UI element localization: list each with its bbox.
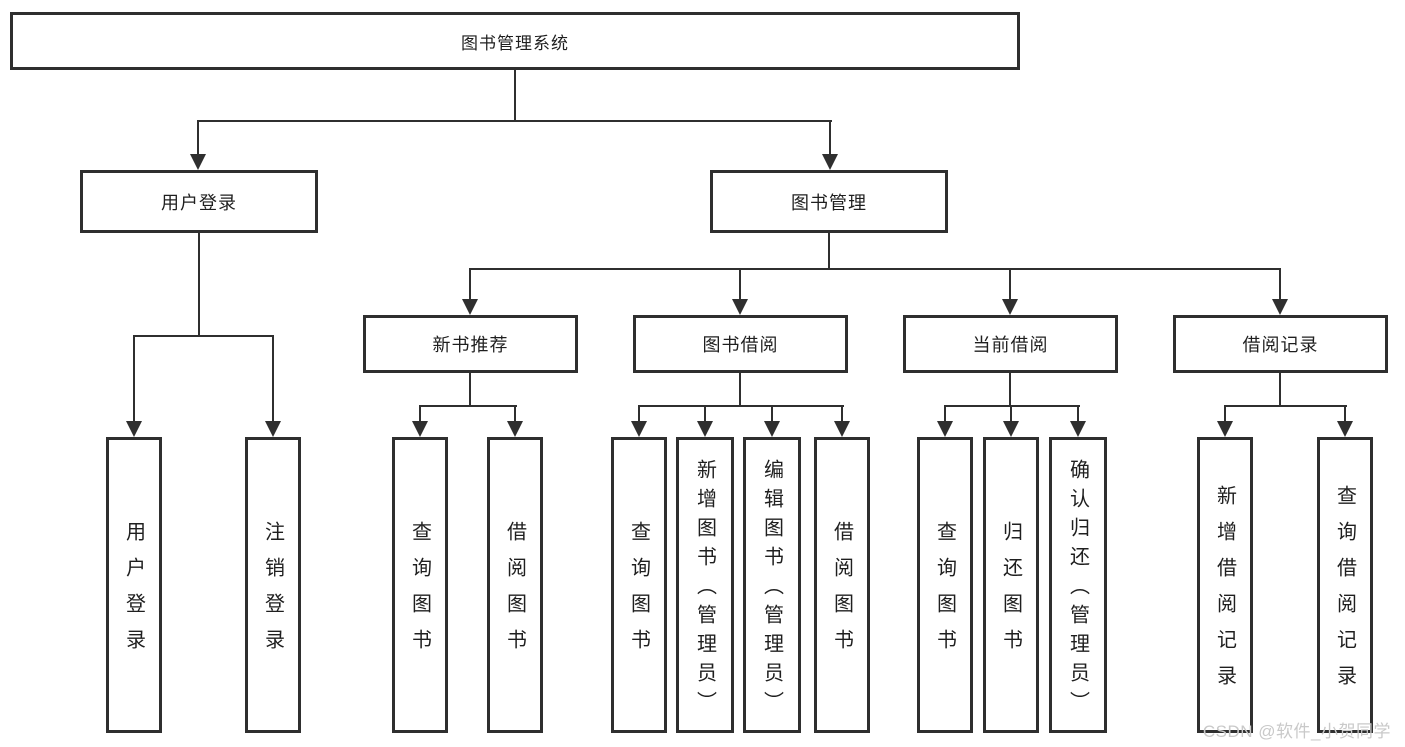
arrow-down-icon bbox=[265, 421, 281, 437]
leaf-label: 编辑图书（管理员） bbox=[760, 459, 783, 720]
connector-line bbox=[197, 120, 832, 122]
node-book-borrow: 图书借阅 bbox=[633, 315, 848, 373]
connector-line bbox=[829, 120, 831, 156]
node-user-login: 用户登录 bbox=[80, 170, 318, 233]
leaf-label: 新增图书（管理员） bbox=[693, 459, 716, 720]
connector-line bbox=[944, 405, 1080, 407]
leaf-label: 用户登录 bbox=[122, 521, 145, 665]
connector-line bbox=[419, 405, 517, 407]
connector-line bbox=[469, 268, 471, 301]
connector-line bbox=[1279, 268, 1281, 301]
leaf-logout: 注销登录 bbox=[245, 437, 301, 733]
leaf-label: 查询图书 bbox=[408, 521, 431, 665]
leaf-label: 借阅图书 bbox=[503, 521, 526, 665]
arrow-down-icon bbox=[190, 154, 206, 170]
connector-line bbox=[828, 233, 830, 270]
connector-line bbox=[469, 268, 1281, 270]
leaf-edit-books-admin: 编辑图书（管理员） bbox=[743, 437, 801, 733]
connector-line bbox=[1344, 405, 1346, 423]
node-book-management: 图书管理 bbox=[710, 170, 948, 233]
node-current-borrow: 当前借阅 bbox=[903, 315, 1118, 373]
connector-line bbox=[638, 405, 844, 407]
leaf-user-login: 用户登录 bbox=[106, 437, 162, 733]
leaf-query-books-borrow: 查询图书 bbox=[611, 437, 667, 733]
connector-line bbox=[638, 405, 640, 423]
connector-line bbox=[1279, 373, 1281, 406]
node-borrow-records: 借阅记录 bbox=[1173, 315, 1388, 373]
arrow-down-icon bbox=[1070, 421, 1086, 437]
connector-line bbox=[841, 405, 843, 423]
arrow-down-icon bbox=[1217, 421, 1233, 437]
connector-line bbox=[944, 405, 946, 423]
arrow-down-icon bbox=[822, 154, 838, 170]
leaf-label: 确认归还（管理员） bbox=[1066, 459, 1089, 720]
connector-line bbox=[1009, 373, 1011, 406]
arrow-down-icon bbox=[126, 421, 142, 437]
node-root: 图书管理系统 bbox=[10, 12, 1020, 70]
connector-line bbox=[739, 373, 741, 406]
connector-line bbox=[469, 373, 471, 406]
leaf-return-books: 归还图书 bbox=[983, 437, 1039, 733]
leaf-borrow-books-recommend: 借阅图书 bbox=[487, 437, 543, 733]
arrow-down-icon bbox=[1337, 421, 1353, 437]
connector-line bbox=[133, 335, 135, 423]
connector-line bbox=[704, 405, 706, 423]
arrow-down-icon bbox=[937, 421, 953, 437]
leaf-label: 注销登录 bbox=[261, 521, 284, 665]
connector-line bbox=[1224, 405, 1347, 407]
arrow-down-icon bbox=[462, 299, 478, 315]
arrow-down-icon bbox=[764, 421, 780, 437]
connector-line bbox=[771, 405, 773, 423]
arrow-down-icon bbox=[1003, 421, 1019, 437]
connector-line bbox=[198, 233, 200, 337]
leaf-label: 查询图书 bbox=[627, 521, 650, 665]
arrow-down-icon bbox=[412, 421, 428, 437]
arrow-down-icon bbox=[507, 421, 523, 437]
connector-line bbox=[272, 335, 274, 423]
leaf-label: 查询图书 bbox=[933, 521, 956, 665]
leaf-label: 借阅图书 bbox=[830, 521, 853, 665]
arrow-down-icon bbox=[697, 421, 713, 437]
node-new-book-recommend: 新书推荐 bbox=[363, 315, 578, 373]
leaf-add-books-admin: 新增图书（管理员） bbox=[676, 437, 734, 733]
arrow-down-icon bbox=[631, 421, 647, 437]
connector-line bbox=[514, 70, 516, 122]
connector-line bbox=[419, 405, 421, 423]
connector-line bbox=[197, 120, 199, 156]
leaf-query-books-current: 查询图书 bbox=[917, 437, 973, 733]
leaf-label: 查询借阅记录 bbox=[1333, 485, 1356, 701]
csdn-watermark: CSDN @软件_小贺同学 bbox=[1202, 722, 1391, 741]
connector-line bbox=[514, 405, 516, 423]
leaf-confirm-return-admin: 确认归还（管理员） bbox=[1049, 437, 1107, 733]
arrow-down-icon bbox=[732, 299, 748, 315]
leaf-label: 新增借阅记录 bbox=[1213, 485, 1236, 701]
arrow-down-icon bbox=[834, 421, 850, 437]
arrow-down-icon bbox=[1272, 299, 1288, 315]
leaf-query-books-recommend: 查询图书 bbox=[392, 437, 448, 733]
connector-line bbox=[1010, 405, 1012, 423]
connector-line bbox=[739, 268, 741, 301]
connector-line bbox=[1009, 268, 1011, 301]
leaf-query-borrow-record: 查询借阅记录 bbox=[1317, 437, 1373, 733]
leaf-add-borrow-record: 新增借阅记录 bbox=[1197, 437, 1253, 733]
connector-line bbox=[1077, 405, 1079, 423]
connector-line bbox=[1224, 405, 1226, 423]
leaf-label: 归还图书 bbox=[999, 521, 1022, 665]
arrow-down-icon bbox=[1002, 299, 1018, 315]
connector-line bbox=[133, 335, 274, 337]
leaf-borrow-books: 借阅图书 bbox=[814, 437, 870, 733]
